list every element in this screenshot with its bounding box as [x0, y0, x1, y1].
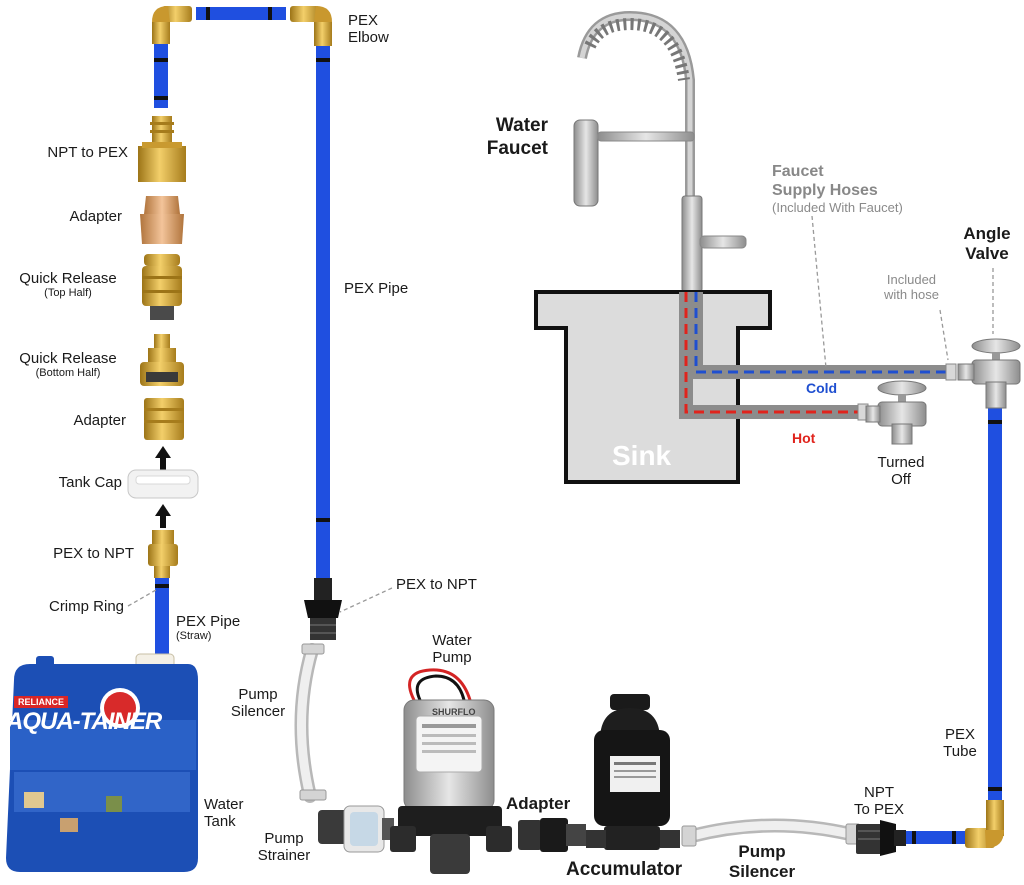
quick-release-top-icon [142, 254, 182, 320]
pex-to-npt-black-icon [304, 578, 342, 640]
pex-elbow-bottom-right-icon [965, 800, 1004, 848]
pump-silencer-left-icon [294, 643, 327, 803]
label-quick-release-top: Quick Release (Top Half) [19, 270, 117, 299]
label-adapter-lower: Adapter [73, 412, 126, 429]
hot-supply-hose [679, 292, 869, 421]
npt-to-pex-bottom-icon [856, 820, 906, 856]
label-pex-pipe: PEX Pipe [344, 280, 409, 297]
pex-pipe-straw [155, 578, 169, 658]
label-npt-to-pex: NPT to PEX [47, 144, 128, 161]
pump-silencer-bottom-icon [681, 818, 861, 847]
adapter-top-copper-icon [140, 196, 184, 244]
arrow-up-icon [155, 504, 171, 528]
pex-tube-bottom [904, 831, 968, 844]
label-adapter-top: Adapter [69, 208, 122, 225]
label-quick-release-bottom: Quick Release (Bottom Half) [19, 350, 117, 379]
pex-to-npt-left-icon [148, 530, 178, 578]
label-pex-pipe-straw: PEX Pipe (Straw) [176, 613, 241, 642]
leader-lines [127, 215, 994, 613]
label-pex-to-npt-mid: PEX to NPT [396, 576, 477, 593]
accumulator-icon [586, 694, 680, 850]
water-pump-icon [390, 668, 512, 874]
water-tank-icon [6, 653, 198, 872]
pex-pipe-top-horizontal [196, 7, 286, 20]
water-faucet-icon [573, 10, 747, 293]
label-accumulator: Accumulator [566, 859, 683, 880]
label-hot: Hot [792, 430, 816, 446]
label-cold: Cold [806, 380, 838, 396]
label-crimp-ring: Crimp Ring [48, 598, 124, 615]
pex-tube-right [988, 405, 1002, 803]
pex-pipe-top-left [154, 40, 168, 108]
label-adapter-bottom: Adapter [506, 794, 571, 813]
adapter-lower-brass-icon [144, 398, 184, 440]
cold-supply-hose [689, 292, 957, 381]
pump-brand-label: SHURFLO [432, 707, 476, 717]
angle-valve-turned-off-icon [865, 380, 927, 445]
pump-strainer-icon [318, 805, 394, 853]
pex-elbow-right-icon [290, 6, 332, 46]
label-pex-elbow: PEX Elbow [348, 12, 389, 46]
label-tank-cap: Tank Cap [58, 474, 122, 491]
pex-elbow-left-icon [152, 6, 192, 44]
sink-icon [534, 290, 772, 484]
adapter-bottom-icon [518, 818, 586, 852]
label-pex-to-npt-left: PEX to NPT [53, 545, 134, 562]
tank-name-label: AQUA-TAINER [6, 708, 162, 735]
pex-pipe-vertical-main [316, 46, 330, 580]
angle-valve-icon [957, 338, 1021, 409]
label-sink: Sink [612, 440, 672, 471]
tank-cap-icon [127, 469, 199, 499]
tank-brand-label: RELIANCE [14, 696, 69, 708]
arrow-up-icon [155, 446, 171, 470]
label-faucet-supply-hoses: Faucet Supply Hoses (Included With Fauce… [772, 163, 903, 215]
npt-to-pex-fitting-icon [138, 116, 186, 182]
quick-release-bottom-icon [140, 334, 184, 386]
